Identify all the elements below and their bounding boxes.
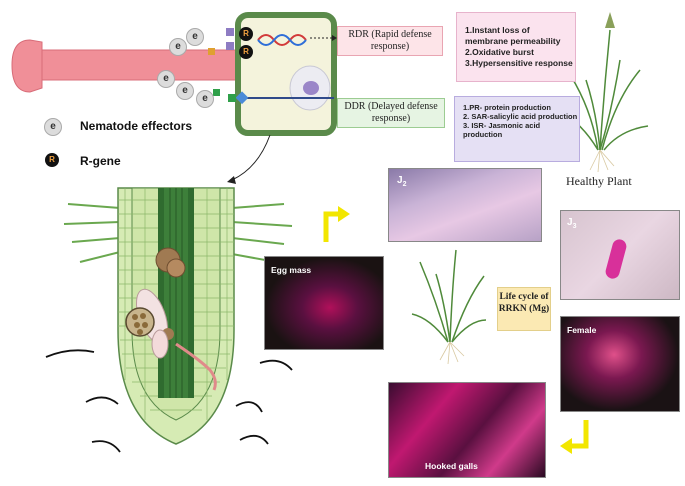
effector-square [228, 94, 236, 102]
rdr-box: RDR (Rapid defense response) [337, 26, 443, 56]
effector-badge: e [186, 28, 204, 46]
egg-mass-photo: Egg mass [264, 256, 384, 350]
rdr-response-item: 3.Hypersensitive response [465, 58, 573, 68]
cycle-arrow-up-right [323, 206, 350, 242]
effector-badge: e [176, 82, 194, 100]
r-gene-badge: R [239, 27, 253, 41]
effector-badge: e [169, 38, 187, 56]
j2-photo: J2 [388, 168, 542, 242]
rdr-response-list: 1.Instant loss of membrane permeability … [456, 12, 576, 82]
ddr-response-item: 3. ISR- Jasmonic acid production [463, 121, 541, 139]
nucleolus [303, 81, 319, 95]
legend-r-gene-icon: R [45, 153, 59, 167]
ddr-box: DDR (Delayed defense response) [337, 98, 445, 128]
healthy-plant-label: Healthy Plant [566, 174, 632, 188]
j3-photo: J3 [560, 210, 680, 300]
rdr-response-item: 1.Instant loss of membrane permeability [465, 25, 561, 46]
female-photo: Female [560, 316, 680, 412]
receptor-square [226, 42, 234, 50]
effector-badge: e [196, 90, 214, 108]
egg-mass-label: Egg mass [271, 265, 312, 275]
lifecycle-plant-illustration [411, 249, 487, 365]
life-cycle-label: Life cycle of RRKN (Mg) [497, 287, 551, 331]
r-gene-badge: R [239, 45, 253, 59]
root-section [45, 187, 293, 453]
hooked-galls-photo: Hooked galls [388, 382, 546, 478]
rdr-response-item: 2.Oxidative burst [465, 47, 534, 57]
ddr-response-list: 1.PR- protein production 2. SAR-salicyli… [454, 96, 580, 162]
root-hair [11, 39, 241, 93]
effector-square [208, 48, 215, 55]
receptor-square [226, 28, 234, 36]
effector-badge: e [157, 70, 175, 88]
hooked-galls-label: Hooked galls [425, 461, 478, 471]
arrow-to-rdr [310, 35, 337, 41]
ddr-response-item: 2. SAR-salicylic acid production [463, 112, 578, 121]
cycle-arrow-down-left [560, 420, 589, 454]
receptor-diamond [235, 91, 249, 105]
legend-r-gene-label: R-gene [80, 154, 121, 168]
effector-square [213, 89, 220, 96]
female-label: Female [567, 325, 597, 335]
ddr-response-item: 1.PR- protein production [463, 103, 551, 112]
legend-effector-icon: e [44, 118, 62, 136]
arrow-to-root [227, 134, 271, 184]
j3-label: J3 [567, 217, 577, 230]
j2-label: J2 [397, 175, 407, 188]
dna-helix-icon [257, 34, 307, 46]
legend-effector-label: Nematode effectors [80, 119, 193, 133]
